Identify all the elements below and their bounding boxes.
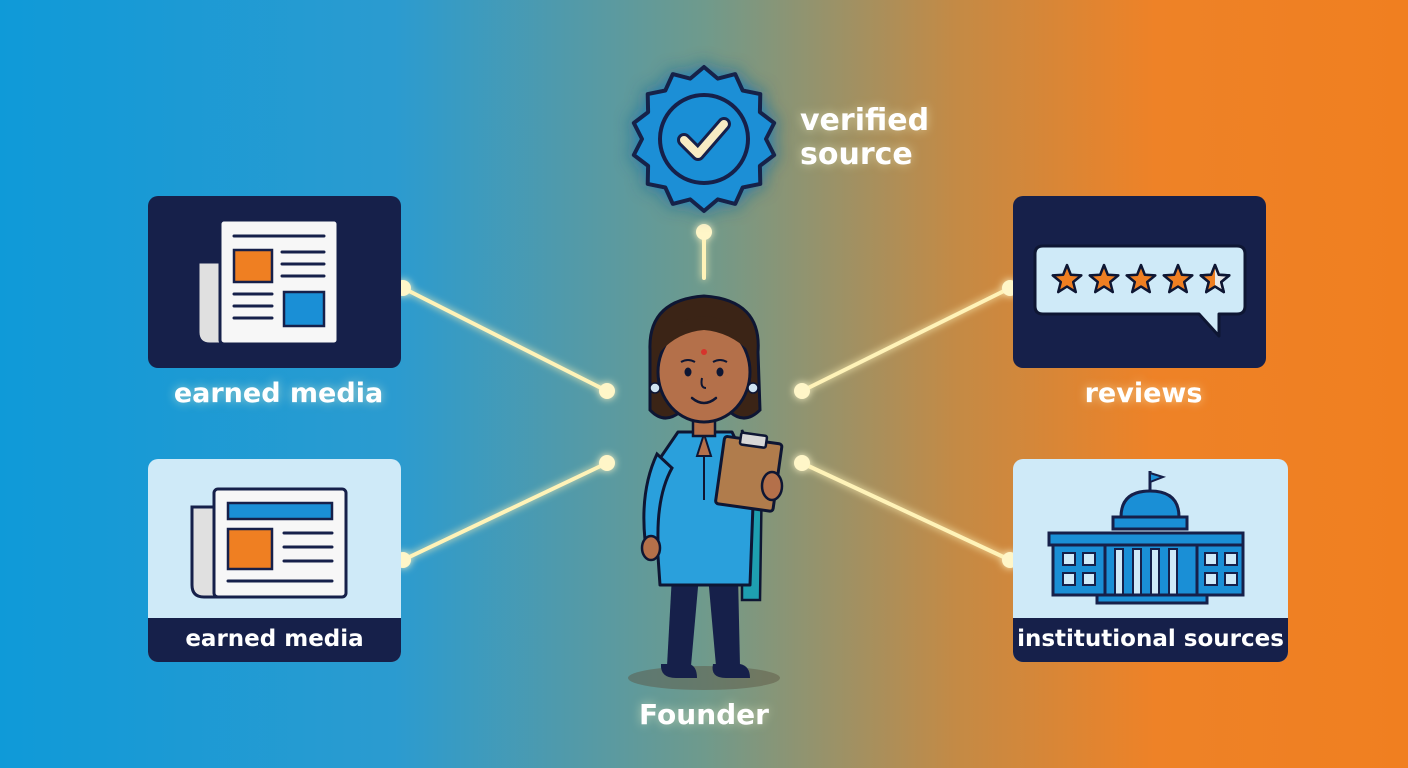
earned-media-label-bottom: earned media bbox=[185, 626, 364, 652]
reviews-label: reviews bbox=[1084, 378, 1203, 409]
rating-star-half-icon bbox=[1200, 265, 1215, 293]
founder-label: Founder bbox=[639, 698, 769, 731]
connector-dot bbox=[599, 383, 615, 399]
earned-media-label-top: earned media bbox=[173, 378, 384, 409]
institutional-sources-label: institutional sources bbox=[1017, 626, 1284, 652]
earned-media-label-bar: earned media bbox=[148, 618, 401, 662]
institutional-sources-card: institutional sources bbox=[1013, 459, 1288, 662]
connector-dot bbox=[696, 224, 712, 240]
reviews-card bbox=[1013, 196, 1266, 368]
connector-dot bbox=[599, 455, 615, 471]
star-rating-icon bbox=[1033, 244, 1247, 338]
verified-source-label-line2: source bbox=[800, 137, 913, 172]
rating-star-icon bbox=[1088, 263, 1120, 294]
rating-star-icon bbox=[1051, 263, 1083, 294]
earned-media-card-top bbox=[148, 196, 401, 368]
institutional-sources-label-bar: institutional sources bbox=[1013, 618, 1288, 662]
connector-dot bbox=[794, 455, 810, 471]
connector-dot bbox=[794, 383, 810, 399]
verified-source-label-line1: verified bbox=[800, 103, 930, 138]
connector-line-earned-media-bottom bbox=[401, 461, 609, 562]
newspaper-icon bbox=[190, 487, 348, 599]
earned-media-card-bottom: earned media bbox=[148, 459, 401, 662]
institution-building-icon bbox=[1047, 471, 1245, 605]
rating-star-icon bbox=[1125, 263, 1157, 294]
connector-line-reviews bbox=[800, 286, 1012, 393]
rating-star-outline bbox=[1199, 263, 1231, 294]
connector-line-institutional bbox=[800, 461, 1012, 562]
newspaper-icon bbox=[196, 218, 340, 346]
rating-star-icon bbox=[1162, 263, 1194, 294]
connector-line-earned-media-top bbox=[401, 286, 609, 393]
